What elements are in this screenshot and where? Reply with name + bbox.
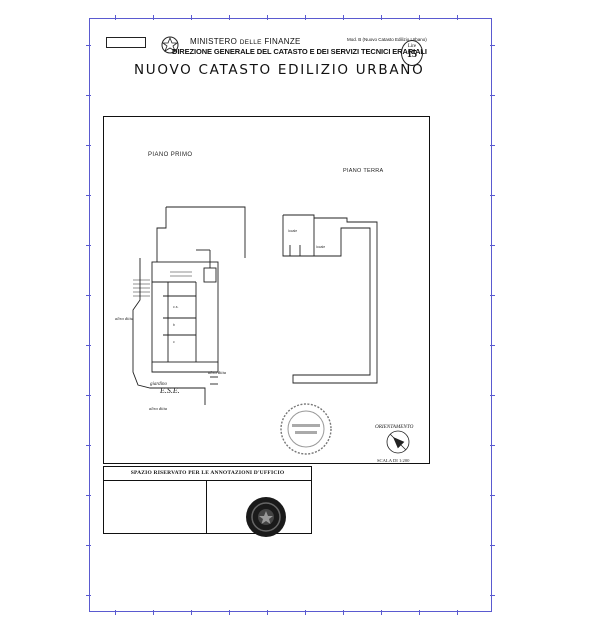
frame-tick	[490, 245, 495, 246]
office-annotations-box: SPAZIO RISERVATO PER LE ANNOTAZIONI D'UF…	[103, 466, 312, 534]
frame-tick	[86, 545, 91, 546]
frame-tick	[153, 15, 154, 20]
frame-tick	[267, 610, 268, 615]
lire-stamp-badge: Lire 15	[401, 40, 423, 66]
svg-text:locale: locale	[316, 245, 325, 249]
frame-tick	[419, 15, 420, 20]
frame-tick	[86, 495, 91, 496]
frame-tick	[490, 345, 495, 346]
annotations-rule	[104, 480, 311, 481]
scale-label: SCALA DI 1:200	[377, 458, 410, 463]
frame-tick	[490, 545, 495, 546]
frame-tick	[115, 15, 116, 20]
handwritten-giardino: giardino	[150, 382, 168, 387]
handwritten-exterior: E.S.E.	[160, 386, 180, 395]
svg-text:b: b	[173, 323, 175, 327]
frame-tick	[490, 445, 495, 446]
orientation-label: ORIENTAMENTO	[375, 424, 414, 430]
direzione-line: DIREZIONE GENERALE DEL CATASTO E DEI SER…	[172, 47, 427, 56]
floor-plan-area	[103, 116, 430, 464]
frame-tick	[490, 595, 495, 596]
frame-tick	[490, 395, 495, 396]
document-title: NUOVO CATASTO EDILIZIO URBANO	[134, 62, 425, 78]
office-stamp-seal	[280, 403, 332, 455]
frame-tick	[86, 395, 91, 396]
frame-tick	[305, 610, 306, 615]
handwritten-altra-ditta-right: altra ditta	[208, 370, 227, 375]
annotations-title: SPAZIO RISERVATO PER LE ANNOTAZIONI D'UF…	[130, 470, 285, 476]
republic-emblem-icon	[161, 36, 179, 54]
frame-tick	[153, 610, 154, 615]
svg-text:c: c	[173, 340, 175, 344]
frame-tick	[490, 95, 495, 96]
official-seal-icon	[246, 497, 286, 537]
scan-frame	[89, 18, 492, 612]
frame-tick	[86, 195, 91, 196]
frame-tick	[86, 145, 91, 146]
frame-tick	[305, 15, 306, 20]
ministry-name: MINISTERO DELLE FINANZE	[190, 37, 301, 46]
frame-tick	[86, 295, 91, 296]
model-reference: Mod. B (Nuovo Catasto Edilizio Urbano)	[347, 37, 427, 42]
frame-tick	[419, 610, 420, 615]
frame-tick	[191, 610, 192, 615]
frame-tick	[86, 45, 91, 46]
frame-tick	[343, 15, 344, 20]
frame-tick	[86, 95, 91, 96]
model-box	[106, 37, 146, 48]
svg-text:c.s.: c.s.	[173, 305, 178, 309]
frame-tick	[490, 45, 495, 46]
frame-tick	[490, 145, 495, 146]
frame-tick	[229, 610, 230, 615]
label-piano-primo: PIANO PRIMO	[148, 152, 193, 158]
frame-tick	[229, 15, 230, 20]
handwritten-altra-ditta-bottom: altra ditta	[149, 406, 168, 411]
frame-tick	[457, 15, 458, 20]
frame-tick	[490, 295, 495, 296]
frame-tick	[86, 445, 91, 446]
annotations-divider	[206, 480, 207, 534]
frame-tick	[115, 610, 116, 615]
frame-tick	[381, 610, 382, 615]
frame-tick	[490, 495, 495, 496]
frame-tick	[86, 595, 91, 596]
frame-tick	[86, 345, 91, 346]
frame-tick	[86, 245, 91, 246]
handwritten-altra-ditta-left: altra ditta	[115, 316, 134, 321]
frame-tick	[191, 15, 192, 20]
frame-tick	[267, 15, 268, 20]
frame-tick	[381, 15, 382, 20]
frame-tick	[457, 610, 458, 615]
frame-tick	[490, 195, 495, 196]
svg-text:locale: locale	[288, 229, 297, 233]
label-piano-terra: PIANO TERRA	[343, 168, 384, 174]
frame-tick	[343, 610, 344, 615]
